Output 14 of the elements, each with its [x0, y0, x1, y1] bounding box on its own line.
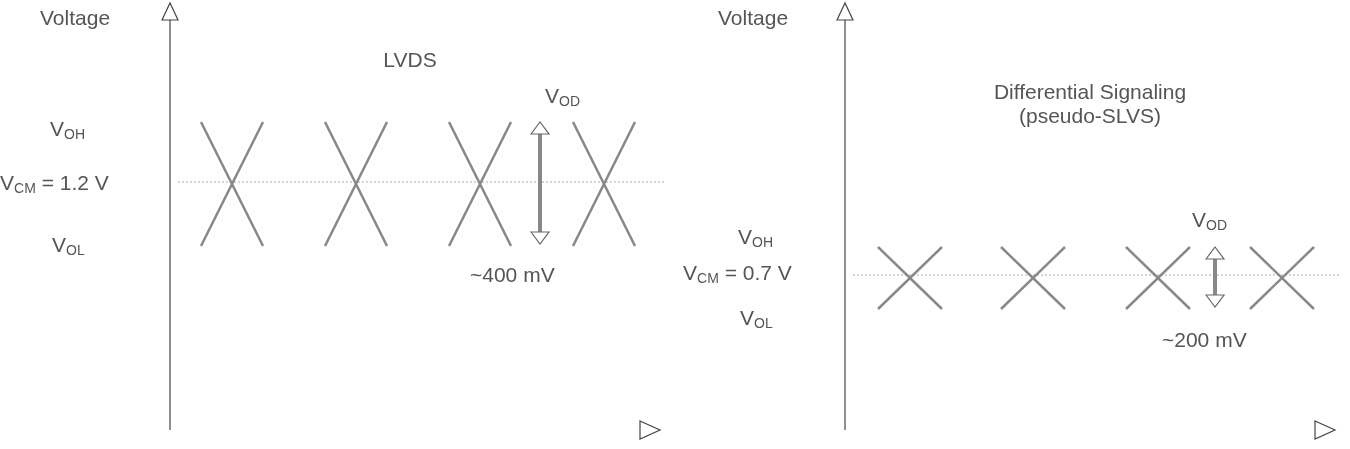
- dimension-label: ~200 mV: [1162, 328, 1247, 352]
- voltage-label: V$_{CM}$ = 0.7 V: [683, 261, 792, 288]
- voltage-label: V$_{OD}$: [1192, 208, 1227, 235]
- voltage-label: V$_{OH}$: [50, 117, 85, 144]
- voltage-label: V$_{OH}$: [738, 225, 773, 252]
- dimension-label: ~400 mV: [470, 263, 555, 287]
- voltage-label: V$_{OD}$: [545, 84, 580, 111]
- panel-title: Differential Signaling (pseudo-SLVS): [992, 80, 1188, 128]
- voltage-label: V$_{CM}$ = 1.2 V: [0, 171, 109, 198]
- voltage-label: V$_{OL}$: [52, 233, 85, 260]
- voltage-label: V$_{OL}$: [740, 306, 773, 333]
- panel-title: LVDS: [382, 48, 438, 72]
- axis-title: Voltage: [718, 6, 789, 30]
- axis-title: Voltage: [40, 6, 111, 30]
